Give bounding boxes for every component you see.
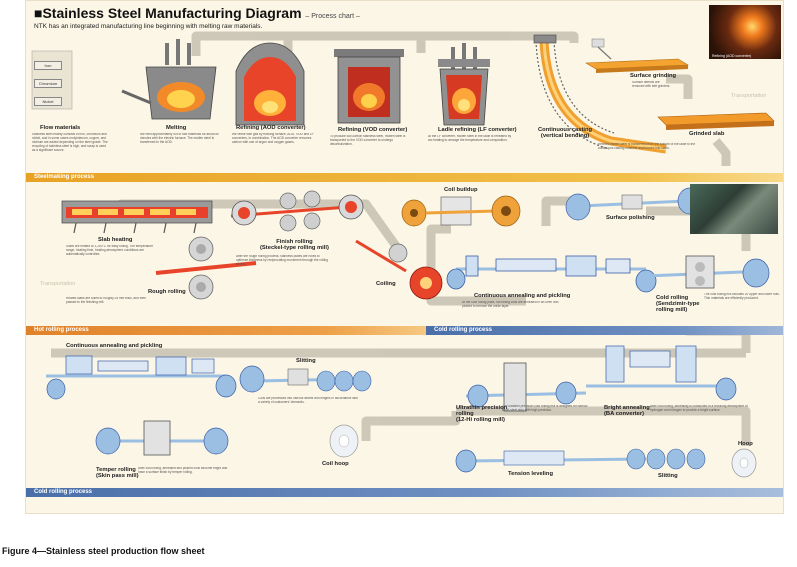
vod-converter (334, 49, 404, 124)
label-coil-buildup: Coil buildup (444, 187, 478, 193)
diagram-title: ■Stainless Steel Manufacturing Diagram –… (34, 5, 360, 21)
bar-hot-rolling: Hot rolling process (26, 326, 426, 335)
label-refining-vod: Refining (VOD converter) (338, 127, 408, 133)
label-bright-annealing: Bright annealing (BA converter) (604, 405, 650, 417)
label-ladle: Ladle refining (LF converter) (438, 127, 517, 133)
label-finish-rolling: Finish rolling (Steckel-type rolling mil… (260, 239, 329, 251)
sendzimir-mill (645, 255, 770, 289)
title-main: ■Stainless Steel Manufacturing Diagram (34, 5, 302, 21)
desc-aod: We refine with gas by blowing furnace, A… (232, 133, 314, 144)
desc-ultrathin: The ultrathin precision cold rolling mil… (502, 405, 588, 412)
grinded-slab (657, 112, 775, 130)
label-transportation-hot: Transportation (40, 281, 76, 287)
photo-caption: Refining (AOD converter) (712, 54, 752, 58)
label-slab-heating: Slab heating (98, 237, 133, 243)
label-hoop: Hoop (738, 441, 753, 447)
label-coiling: Coiling (376, 281, 396, 287)
desc-bright: After cold rolling, annealing is conduct… (650, 405, 748, 412)
desc-finish: After the rough rolling process, stainle… (236, 255, 328, 266)
label-slitting-bottom: Slitting (658, 473, 678, 479)
continuous-caster (533, 34, 667, 154)
bright-annealing-line (586, 345, 737, 401)
hoop-coil (731, 448, 757, 478)
rolling-mill-photo (690, 184, 778, 234)
finish-rolling-steckel (230, 190, 364, 232)
process-poster: ■Stainless Steel Manufacturing Diagram –… (25, 0, 784, 514)
electric-arc-furnace (121, 39, 217, 120)
label-surface-grinding: Surface grinding (630, 73, 677, 79)
bar-steelmaking: Steelmaking process (26, 173, 783, 182)
coil-hoop (329, 424, 359, 458)
bar-cold-rolling-1-label: Cold rolling process (434, 326, 493, 333)
slab-heating-furnace (61, 200, 213, 234)
label-annealing-pickling-2: Continuous annealing and pickling (66, 343, 163, 349)
label-coil-hoop: Coil hoop (322, 461, 349, 467)
label-tension-leveling: Tension leveling (508, 471, 553, 477)
raw-tag-iron: Iron (34, 61, 62, 70)
desc-rough: Heated slabs are rolled to roughly 25 mm… (66, 297, 146, 304)
label-rough-rolling: Rough rolling (148, 289, 186, 295)
desc-surface-grinding: Surface defects are removed with belt gr… (632, 81, 671, 88)
coiler (355, 239, 443, 300)
desc-vod: To produce low-carbon stainless steel, m… (330, 135, 406, 146)
annealing-pickling-line-1 (446, 255, 657, 293)
desc-melting: We melt approximately 90t of raw materia… (140, 133, 219, 144)
desc-raw: Stainless steel mainly consists of iron,… (32, 133, 108, 152)
surface-grinding-slab (584, 38, 690, 73)
temper-rolling-mill (95, 420, 229, 456)
ladle-furnace (438, 43, 490, 126)
label-casting: Continuous casting (vertical bending) (538, 127, 593, 139)
coil-buildup-line (401, 195, 521, 227)
title-suffix: – Process chart – (305, 13, 360, 20)
label-flow-materials: Flow materials (40, 125, 81, 131)
slitting-line-top (239, 365, 372, 393)
desc-slitting: Coils are processed into various widths … (258, 397, 358, 404)
bar-cold-rolling-2-label: Cold rolling process (34, 488, 93, 495)
desc-cold-rolling: The cold rolling mill includes 20 upper … (704, 293, 780, 300)
bar-cold-rolling-1: Cold rolling process (426, 326, 783, 335)
aod-converter-photo: Refining (AOD converter) (709, 5, 781, 59)
label-refining-aod: Refining (AOD converter) (236, 125, 306, 131)
bar-cold-rolling-2: Cold rolling process (26, 488, 783, 497)
label-ultrathin: Ultrathin precision rolling (12-Hi rolli… (456, 405, 508, 423)
figure-caption: Figure 4—Stainless steel production flow… (2, 546, 205, 556)
ultrathin-precision-mill (465, 362, 587, 412)
aod-converter (235, 42, 305, 126)
bar-steelmaking-label: Steelmaking process (34, 173, 95, 180)
label-temper-rolling: Temper rolling (Skin pass mill) (96, 467, 139, 479)
label-melting: Melting (166, 125, 187, 131)
desc-ladle: At the LF converter, molten steel in the… (428, 135, 512, 142)
label-transportation-top: Transportation (731, 93, 767, 99)
bar-hot-rolling-label: Hot rolling process (34, 326, 89, 333)
label-cold-rolling: Cold rolling (Sendzimir-type rolling mil… (656, 295, 700, 313)
desc-slab-heating: Slabs are heated to 1,200°C for easy rol… (66, 245, 153, 256)
desc-casting: Refined molten steel is transferred from… (598, 143, 696, 150)
raw-tag-chromium: Chromium (34, 79, 62, 88)
rough-rolling-stand (155, 236, 257, 300)
desc-annealing1: At the cold rolling plant, hot rolling c… (462, 301, 559, 308)
desc-temper: After cold rolling, annealed and pickled… (138, 467, 228, 474)
annealing-pickling-line-2 (46, 355, 237, 400)
raw-tag-nickel: Nickel (34, 97, 62, 106)
label-surface-polishing: Surface polishing (606, 215, 655, 221)
tension-leveling-line (455, 448, 706, 473)
label-grinded-slab: Grinded slab (689, 131, 725, 137)
diagram-subtitle: NTK has an integrated manufacturing line… (34, 23, 263, 30)
label-annealing-pickling-1: Continuous annealing and pickling (474, 293, 571, 299)
label-slitting-top: Slitting (296, 358, 316, 364)
